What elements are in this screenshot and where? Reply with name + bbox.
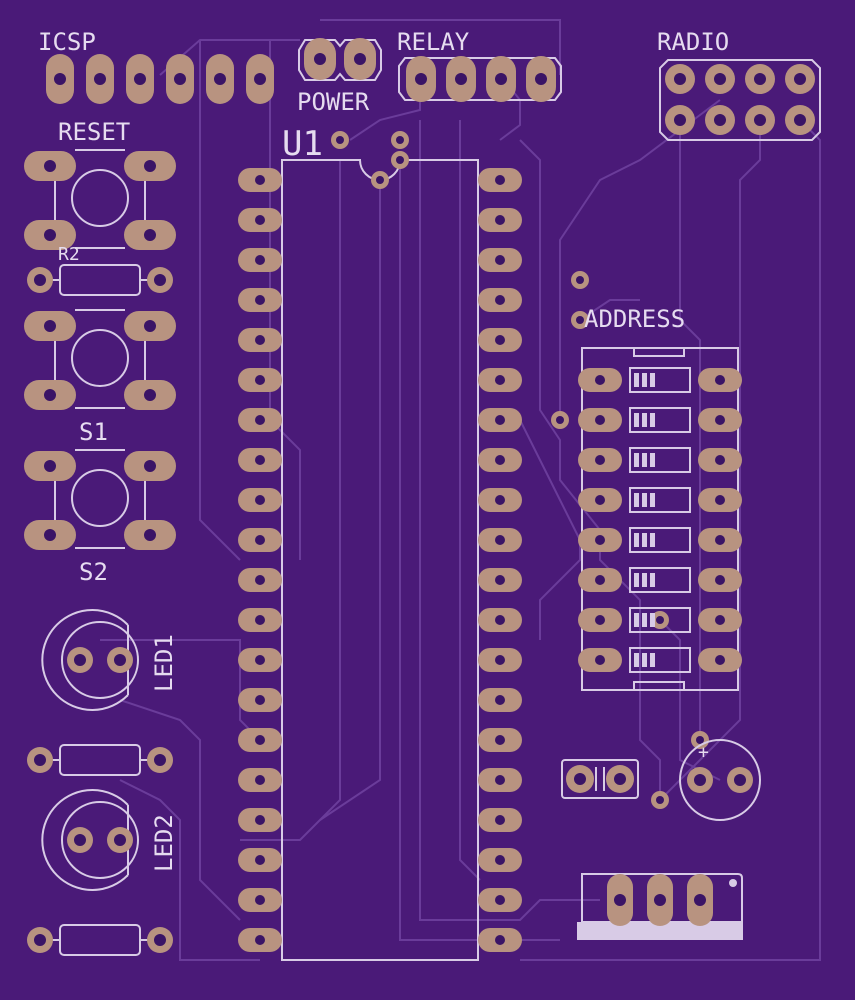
resistor-led2-top[interactable] [27,744,173,776]
u1-pin [238,888,282,912]
u1-pin [238,848,282,872]
r2-label: R2 [58,244,80,265]
relay-label: RELAY [397,28,470,56]
u1-pin [478,488,522,512]
resistor-r2[interactable]: R2 [27,244,173,296]
switch-s1[interactable]: S1 [24,309,176,446]
dip-switch-row[interactable] [578,407,742,433]
address-dip-switch[interactable]: ADDRESS [578,305,742,691]
u1-pin [478,928,522,952]
u1-pin [478,808,522,832]
u1-pin [478,408,522,432]
dip-switch-row[interactable] [578,647,742,673]
u1-pin [478,208,522,232]
u1-pin [478,568,522,592]
u1-pin [238,248,282,272]
u1-pin [238,728,282,752]
u1-label: U1 [282,124,323,164]
u1-pin [238,448,282,472]
relay-header[interactable]: RELAY [397,28,562,102]
voltage-regulator[interactable] [577,873,743,940]
u1-pin [238,408,282,432]
s1-label: S1 [79,418,108,446]
u1-pin [478,248,522,272]
resistor-bottom[interactable] [27,924,173,956]
u1-pin [238,688,282,712]
u1-pin [238,808,282,832]
u1-pin [478,888,522,912]
regulator-tab [577,922,743,940]
u1-pin [238,168,282,192]
capacitor[interactable]: + [679,739,761,821]
u1-pin [478,728,522,752]
vias [331,131,709,809]
u1-right-pins [478,168,522,952]
u1-pin [478,328,522,352]
icsp-label: ICSP [38,28,96,56]
address-label: ADDRESS [584,305,685,333]
dip-rows [578,367,742,673]
icsp-header[interactable]: ICSP [38,28,274,104]
u1-pin [238,608,282,632]
u1-pin [478,168,522,192]
radio-label: RADIO [657,28,729,56]
u1-pin [238,208,282,232]
u1-pin [238,768,282,792]
u1-pin [478,648,522,672]
u1-pin [478,608,522,632]
reset-button[interactable]: RESET [24,118,176,250]
u1-pin [238,528,282,552]
u1-pin [238,368,282,392]
u1-pin [478,448,522,472]
led-led1[interactable]: LED1 [41,609,178,711]
power-label: POWER [297,88,370,116]
u1-pin [238,328,282,352]
dip-switch-row[interactable] [578,487,742,513]
u1-pin [478,368,522,392]
s2-label: S2 [79,558,108,586]
u1-pin [478,768,522,792]
led-led2[interactable]: LED2 [41,789,178,891]
dip-switch-row[interactable] [578,527,742,553]
u1-pin [238,648,282,672]
power-header[interactable]: POWER [297,38,382,116]
dip-switch-row[interactable] [578,367,742,393]
led2-label: LED2 [150,814,178,872]
u1-left-pins [238,168,282,952]
dip-switch-row[interactable] [578,607,742,633]
u1-pin [478,528,522,552]
capacitor-plus-label: + [698,742,709,763]
dip-switch-row[interactable] [578,447,742,473]
reset-label: RESET [58,118,130,146]
u1-pin [238,568,282,592]
u1-pin [238,928,282,952]
radio-header[interactable]: RADIO [657,28,821,141]
regulator-pin1-dot [729,879,737,887]
u1-pin [478,288,522,312]
led1-label: LED1 [150,634,178,692]
two-pin-header[interactable] [561,759,639,799]
icsp-pins [46,54,274,104]
u1-pin [238,288,282,312]
dip-switch-row[interactable] [578,567,742,593]
ic-u1[interactable]: U1 [238,124,522,961]
u1-pin [478,848,522,872]
u1-pin [478,688,522,712]
switch-s2[interactable]: S2 [24,449,176,586]
radio-pins [665,64,815,135]
u1-pin [238,488,282,512]
